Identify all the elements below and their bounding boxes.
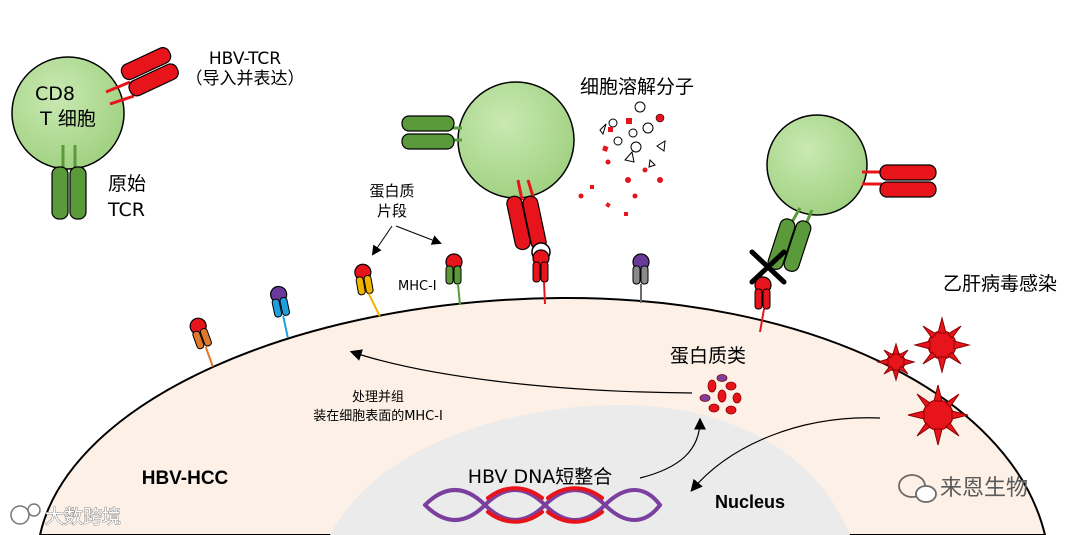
watermark-left: 大数跨境 [10, 503, 121, 528]
mhc-blue [270, 285, 290, 338]
nucleus [330, 405, 850, 535]
peptide-sublabel: 片段 [377, 202, 407, 220]
native-tcr-receptor [51, 145, 87, 220]
mhc-orange [189, 317, 214, 367]
mhc-green [445, 253, 463, 306]
cytolytic-label: 细胞溶解分子 [580, 76, 694, 98]
mhc-blocked [754, 276, 772, 333]
hbv-hcc-label: HBV-HCC [142, 468, 229, 489]
mhc-engaged [531, 242, 551, 305]
hbv-tcr-label: HBV-TCR [209, 49, 281, 69]
mhc-yellow [354, 263, 381, 317]
watermark-left-text: 大数跨境 [45, 506, 121, 528]
hbv-virus-entering [907, 384, 969, 446]
blocked-cell-hbv-tcr [862, 164, 937, 198]
expression-arrow [639, 417, 706, 479]
protein-cluster [699, 374, 742, 415]
hbv-tcr-receptor [120, 47, 179, 97]
nucleus-label: Nucleus [715, 492, 785, 512]
cd8-t-cell-naive: CD8 T 细胞 [11, 56, 125, 170]
processing-sublabel: 装在细胞表面的MHC-I [313, 408, 443, 424]
block-x-icon [749, 249, 787, 285]
processing-arrow [349, 349, 693, 394]
cd8-label: CD8 [35, 83, 75, 105]
mhc-purple-center [632, 253, 650, 303]
engaged-cell-native-tcr [401, 115, 462, 150]
protein-label: 蛋白质类 [670, 345, 746, 367]
infection-arrow [690, 417, 881, 492]
hbv-virus-large [913, 316, 971, 374]
t-cell-label: T 细胞 [39, 108, 96, 130]
hbv-tcr-stalk [105, 80, 135, 106]
peptide-label: 蛋白质 [369, 182, 414, 200]
peptide-arrows [371, 225, 442, 256]
hbv-tcr-sublabel: （导入并表达） [186, 69, 305, 89]
hbv-virus-small [876, 342, 916, 382]
mhc-label: MHC-I [398, 279, 437, 294]
hbv-infection-label: 乙肝病毒感染 [943, 273, 1057, 295]
dna-integration-label: HBV DNA短整合 [468, 466, 613, 488]
native-tcr-sublabel: TCR [107, 199, 145, 221]
cytolytic-molecules [578, 101, 666, 216]
watermark-right-text: 来恩生物 [940, 476, 1028, 501]
watermark-right: 来恩生物 [898, 474, 1028, 503]
cd8-t-cell-blocked [766, 114, 868, 216]
cd8-t-cell-engaged [457, 81, 575, 199]
dna-helix [423, 486, 662, 524]
processing-label: 处理并组 [352, 390, 404, 405]
native-tcr-label: 原始 [108, 173, 146, 195]
